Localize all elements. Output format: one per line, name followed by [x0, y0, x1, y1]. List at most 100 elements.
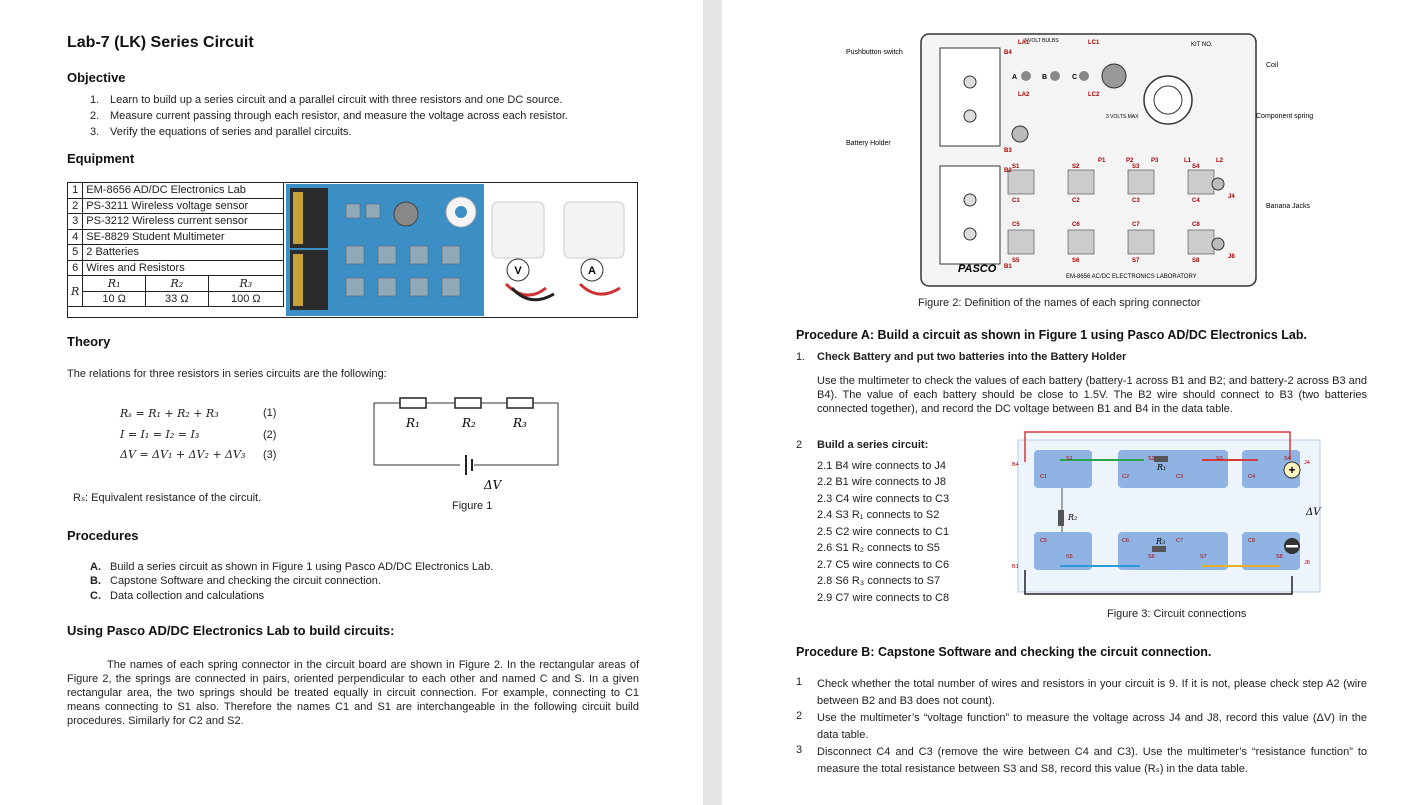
- voltage-sensor: [491, 201, 545, 259]
- ammeter-symbol: A: [588, 265, 596, 277]
- step-1-num: 1.: [796, 351, 806, 363]
- resistor-header-r2: R₂: [144, 275, 209, 292]
- fig3-label-j8: J8: [1304, 560, 1310, 566]
- label-c4: C4: [1192, 198, 1200, 204]
- fig3-connector-labels: B4 B1 S1 S2 S3 S4 C1 C2 C3 C4 C5 C6 C7 C…: [1012, 456, 1310, 570]
- substep-2-2: 2.2 B1 wire connects to J8: [817, 476, 947, 488]
- equipment-text: 2 Batteries: [82, 244, 284, 261]
- fig3-label-c8: C8: [1248, 538, 1255, 544]
- step-1-text: Use the multimeter to check the values o…: [817, 375, 1367, 415]
- banana-jack-j4: [1211, 177, 1225, 191]
- equation-3: ΔV = ΔV₁ + ΔV₂ + ΔV₃: [120, 448, 246, 461]
- label-p2: P2: [1126, 158, 1134, 164]
- label-c1: C1: [1012, 198, 1020, 204]
- equipment-num: 3: [66, 213, 84, 230]
- resistor-r3-fig3: [1152, 546, 1166, 552]
- battery-holder-upper: [939, 47, 1001, 147]
- label-c5: C5: [1012, 222, 1020, 228]
- spring-connectors-row-1: [1007, 169, 1215, 195]
- battery-terminal: [963, 75, 977, 89]
- bulb-letters: A B C: [1012, 74, 1077, 81]
- coil-center: [455, 206, 467, 218]
- fig3-label-b4: B4: [1012, 462, 1019, 468]
- fig3-label-s6: S6: [1148, 554, 1155, 560]
- procb-num-3: 3: [796, 744, 803, 756]
- label-p3: P3: [1151, 158, 1159, 164]
- substep-2-5: 2.5 C2 wire connects to C1: [817, 526, 950, 538]
- figure-2-caption: Figure 2: Definition of the names of eac…: [918, 297, 1201, 309]
- equipment-text: Wires and Resistors: [82, 259, 284, 276]
- equation-1: Rₛ = R₁ + R₂ + R₃: [120, 407, 219, 420]
- label-c6: C6: [1072, 222, 1080, 228]
- label-s8: S8: [1192, 258, 1200, 264]
- right-page: PASCO EM-8656 AC/DC ELECTRONICS LABORATO…: [722, 0, 1425, 805]
- bulb-b: [1050, 71, 1060, 81]
- label-lc2: LC2: [1088, 92, 1100, 98]
- pasco-logo: PASCO: [958, 263, 997, 275]
- pushbutton-label: Pushbutton switch: [846, 49, 903, 56]
- wire-b1-j8: [1024, 570, 1293, 595]
- objective-item-2: Measure current passing through each res…: [110, 110, 568, 122]
- fig3-label-b1: B1: [1012, 564, 1019, 570]
- equipment-text: PS-3212 Wireless current sensor: [82, 213, 284, 230]
- label-p1: P1: [1098, 158, 1106, 164]
- procb-item-3: Disconnect C4 and C3 (remove the wire be…: [817, 746, 1367, 775]
- fig3-label-c1: C1: [1040, 474, 1047, 480]
- potentiometer-knob: [393, 201, 419, 227]
- equipment-num: 4: [66, 228, 84, 245]
- theory-heading: Theory: [67, 334, 111, 349]
- objective-heading: Objective: [67, 70, 126, 85]
- kit-number-label: KIT NO.: [1191, 42, 1213, 48]
- label-s1: S1: [1012, 164, 1020, 170]
- resistor-r1-symbol: [399, 397, 427, 409]
- equipment-heading: Equipment: [67, 151, 135, 166]
- fig3-label-c6: C6: [1122, 538, 1129, 544]
- procedures-heading: Procedures: [67, 528, 139, 543]
- component-spring-label: Component spring: [1256, 113, 1313, 120]
- fig1-label-r3: R₃: [512, 416, 527, 430]
- coil-label: Coil: [1266, 62, 1279, 69]
- label-c7: C7: [1132, 222, 1140, 228]
- fig3-label-c5: C5: [1040, 538, 1047, 544]
- equipment-photo: V A: [286, 184, 625, 316]
- equipment-text: SE-8829 Student Multimeter: [82, 228, 284, 245]
- figure-3-circuit-connections: + ΔV R₁ R₂ R₃ B4 B1 S1 S2 S3 S4 C1 C2 C3…: [1012, 431, 1322, 595]
- current-lead-red: [578, 282, 621, 296]
- resistor-value-r1: 10 Ω: [82, 290, 146, 307]
- potentiometer: [1101, 63, 1127, 89]
- bulbs-label: 3 VOLT BULBS: [1024, 38, 1059, 44]
- procedure-a-heading: Procedure A: Build a circuit as shown in…: [796, 328, 1307, 342]
- using-pasco-heading: Using Pasco AD/DC Electronics Lab to bui…: [67, 623, 395, 638]
- substep-2-7: 2.7 C5 wire connects to C6: [817, 559, 950, 571]
- equation-number-3: (3): [263, 449, 277, 461]
- substep-2-1: 2.1 B4 wire connects to J4: [817, 460, 947, 472]
- fig3-label-s5: S5: [1066, 554, 1073, 560]
- rs-note: Rₛ: Equivalent resistance of the circuit…: [73, 492, 262, 504]
- fig3-label-c7: C7: [1176, 538, 1183, 544]
- substep-2-4: 2.4 S3 R₁ connects to S2: [817, 509, 940, 521]
- equation-2: I = I₁ = I₂ = I₃: [120, 428, 200, 441]
- battery-label-1: [293, 192, 303, 244]
- bulb-a: [1021, 71, 1031, 81]
- label-b4: B4: [1004, 50, 1012, 56]
- fig3-block-2: [1118, 450, 1176, 488]
- negative-sign: [1286, 545, 1298, 548]
- resistor-r2-symbol: [454, 397, 482, 409]
- objective-num-2: 2.: [90, 110, 100, 122]
- voltmeter-symbol: V: [514, 265, 522, 277]
- resistor-value-r2: 33 Ω: [144, 290, 209, 307]
- fig1-label-dv: ΔV: [483, 478, 503, 492]
- battery-terminal: [963, 109, 977, 123]
- fig2-connector-labels: B4 LA1 LC1 LA2 LC2 B3 B2 B1 S1 S2 S3 S4 …: [1004, 40, 1235, 270]
- current-sensor: [563, 201, 625, 259]
- spring-grid: [345, 203, 461, 297]
- label-c8: C8: [1192, 222, 1200, 228]
- fig3-block-1: [1034, 450, 1092, 488]
- objective-item-3: Verify the equations of series and paral…: [110, 126, 352, 138]
- resistor-header-row: R R₁ R₂ R₃: [66, 275, 285, 307]
